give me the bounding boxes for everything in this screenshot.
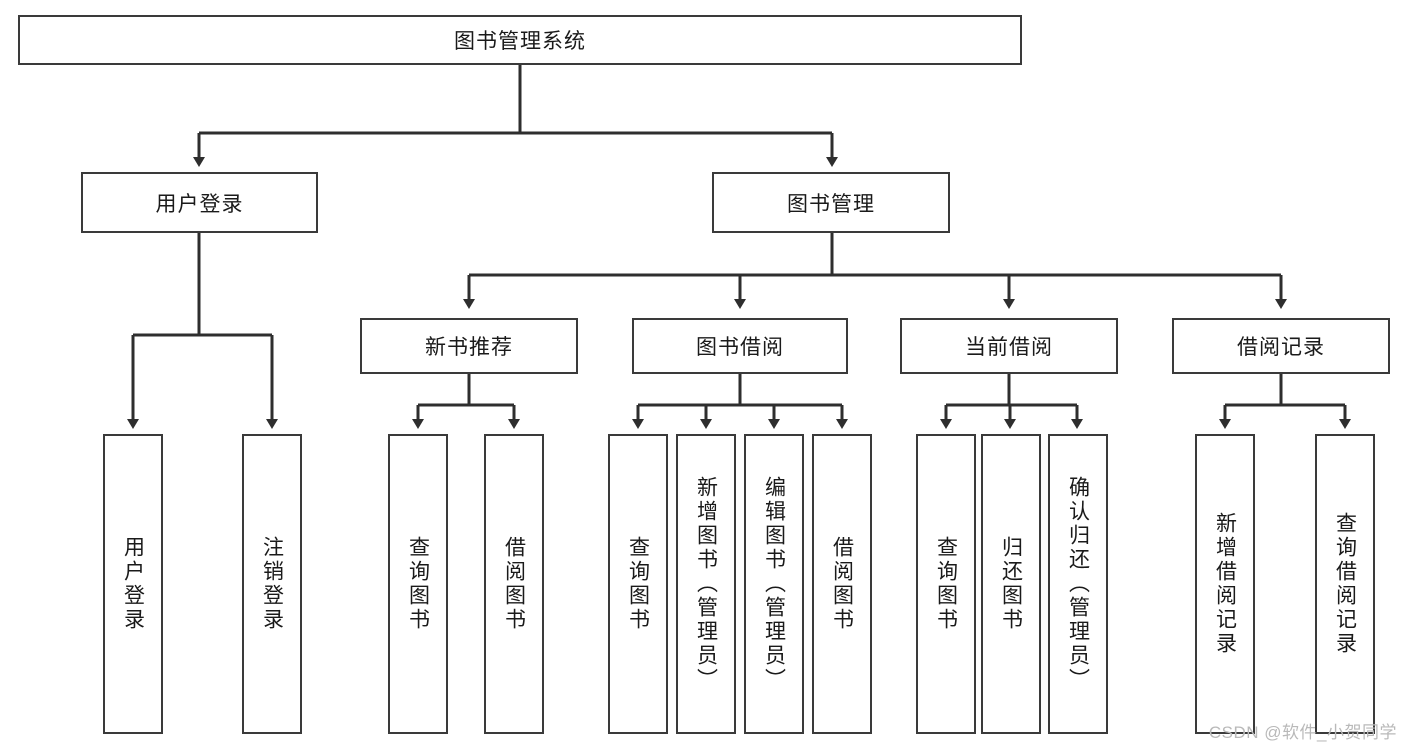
leaf-current-confirm-return[interactable]: 确认归还（管理员）: [1048, 434, 1108, 734]
leaf-recommend-query-book[interactable]: 查询图书: [388, 434, 448, 734]
leaf-borrow-query-book[interactable]: 查询图书: [608, 434, 668, 734]
node-label: 新书推荐: [425, 336, 513, 359]
node-label: 查询图书: [934, 536, 958, 632]
node-label: 确认归还（管理员）: [1066, 476, 1090, 692]
node-label: 借阅记录: [1237, 336, 1325, 359]
node-label: 新增借阅记录: [1213, 512, 1237, 656]
node-book-management[interactable]: 图书管理: [712, 172, 950, 233]
node-label: 归还图书: [999, 536, 1023, 632]
node-label: 图书借阅: [696, 336, 784, 359]
node-label: 当前借阅: [965, 336, 1053, 359]
node-label: 借阅图书: [502, 536, 526, 632]
leaf-user-logout[interactable]: 注销登录: [242, 434, 302, 734]
node-borrow-record[interactable]: 借阅记录: [1172, 318, 1390, 374]
node-label: 编辑图书（管理员）: [762, 476, 786, 692]
leaf-borrow-add-book[interactable]: 新增图书（管理员）: [676, 434, 736, 734]
leaf-recommend-borrow-book[interactable]: 借阅图书: [484, 434, 544, 734]
node-current-borrow[interactable]: 当前借阅: [900, 318, 1118, 374]
node-book-borrow[interactable]: 图书借阅: [632, 318, 848, 374]
node-new-book-recommend[interactable]: 新书推荐: [360, 318, 578, 374]
node-user-login[interactable]: 用户登录: [81, 172, 318, 233]
node-label: 查询图书: [626, 536, 650, 632]
leaf-current-return-book[interactable]: 归还图书: [981, 434, 1041, 734]
node-label: 图书管理系统: [454, 30, 586, 53]
watermark-text: CSDN @软件_小贺同学: [1208, 723, 1397, 742]
leaf-current-query-book[interactable]: 查询图书: [916, 434, 976, 734]
leaf-record-query[interactable]: 查询借阅记录: [1315, 434, 1375, 734]
leaf-borrow-borrow-book[interactable]: 借阅图书: [812, 434, 872, 734]
node-label: 新增图书（管理员）: [694, 476, 718, 692]
leaf-borrow-edit-book[interactable]: 编辑图书（管理员）: [744, 434, 804, 734]
leaf-user-login[interactable]: 用户登录: [103, 434, 163, 734]
node-label: 图书管理: [787, 192, 875, 216]
node-label: 查询图书: [406, 536, 430, 632]
node-root-system[interactable]: 图书管理系统: [18, 15, 1022, 65]
node-label: 借阅图书: [830, 536, 854, 632]
node-label: 用户登录: [121, 536, 145, 632]
node-label: 用户登录: [155, 192, 244, 216]
leaf-record-add[interactable]: 新增借阅记录: [1195, 434, 1255, 734]
node-label: 查询借阅记录: [1333, 512, 1357, 656]
node-label: 注销登录: [260, 536, 284, 632]
